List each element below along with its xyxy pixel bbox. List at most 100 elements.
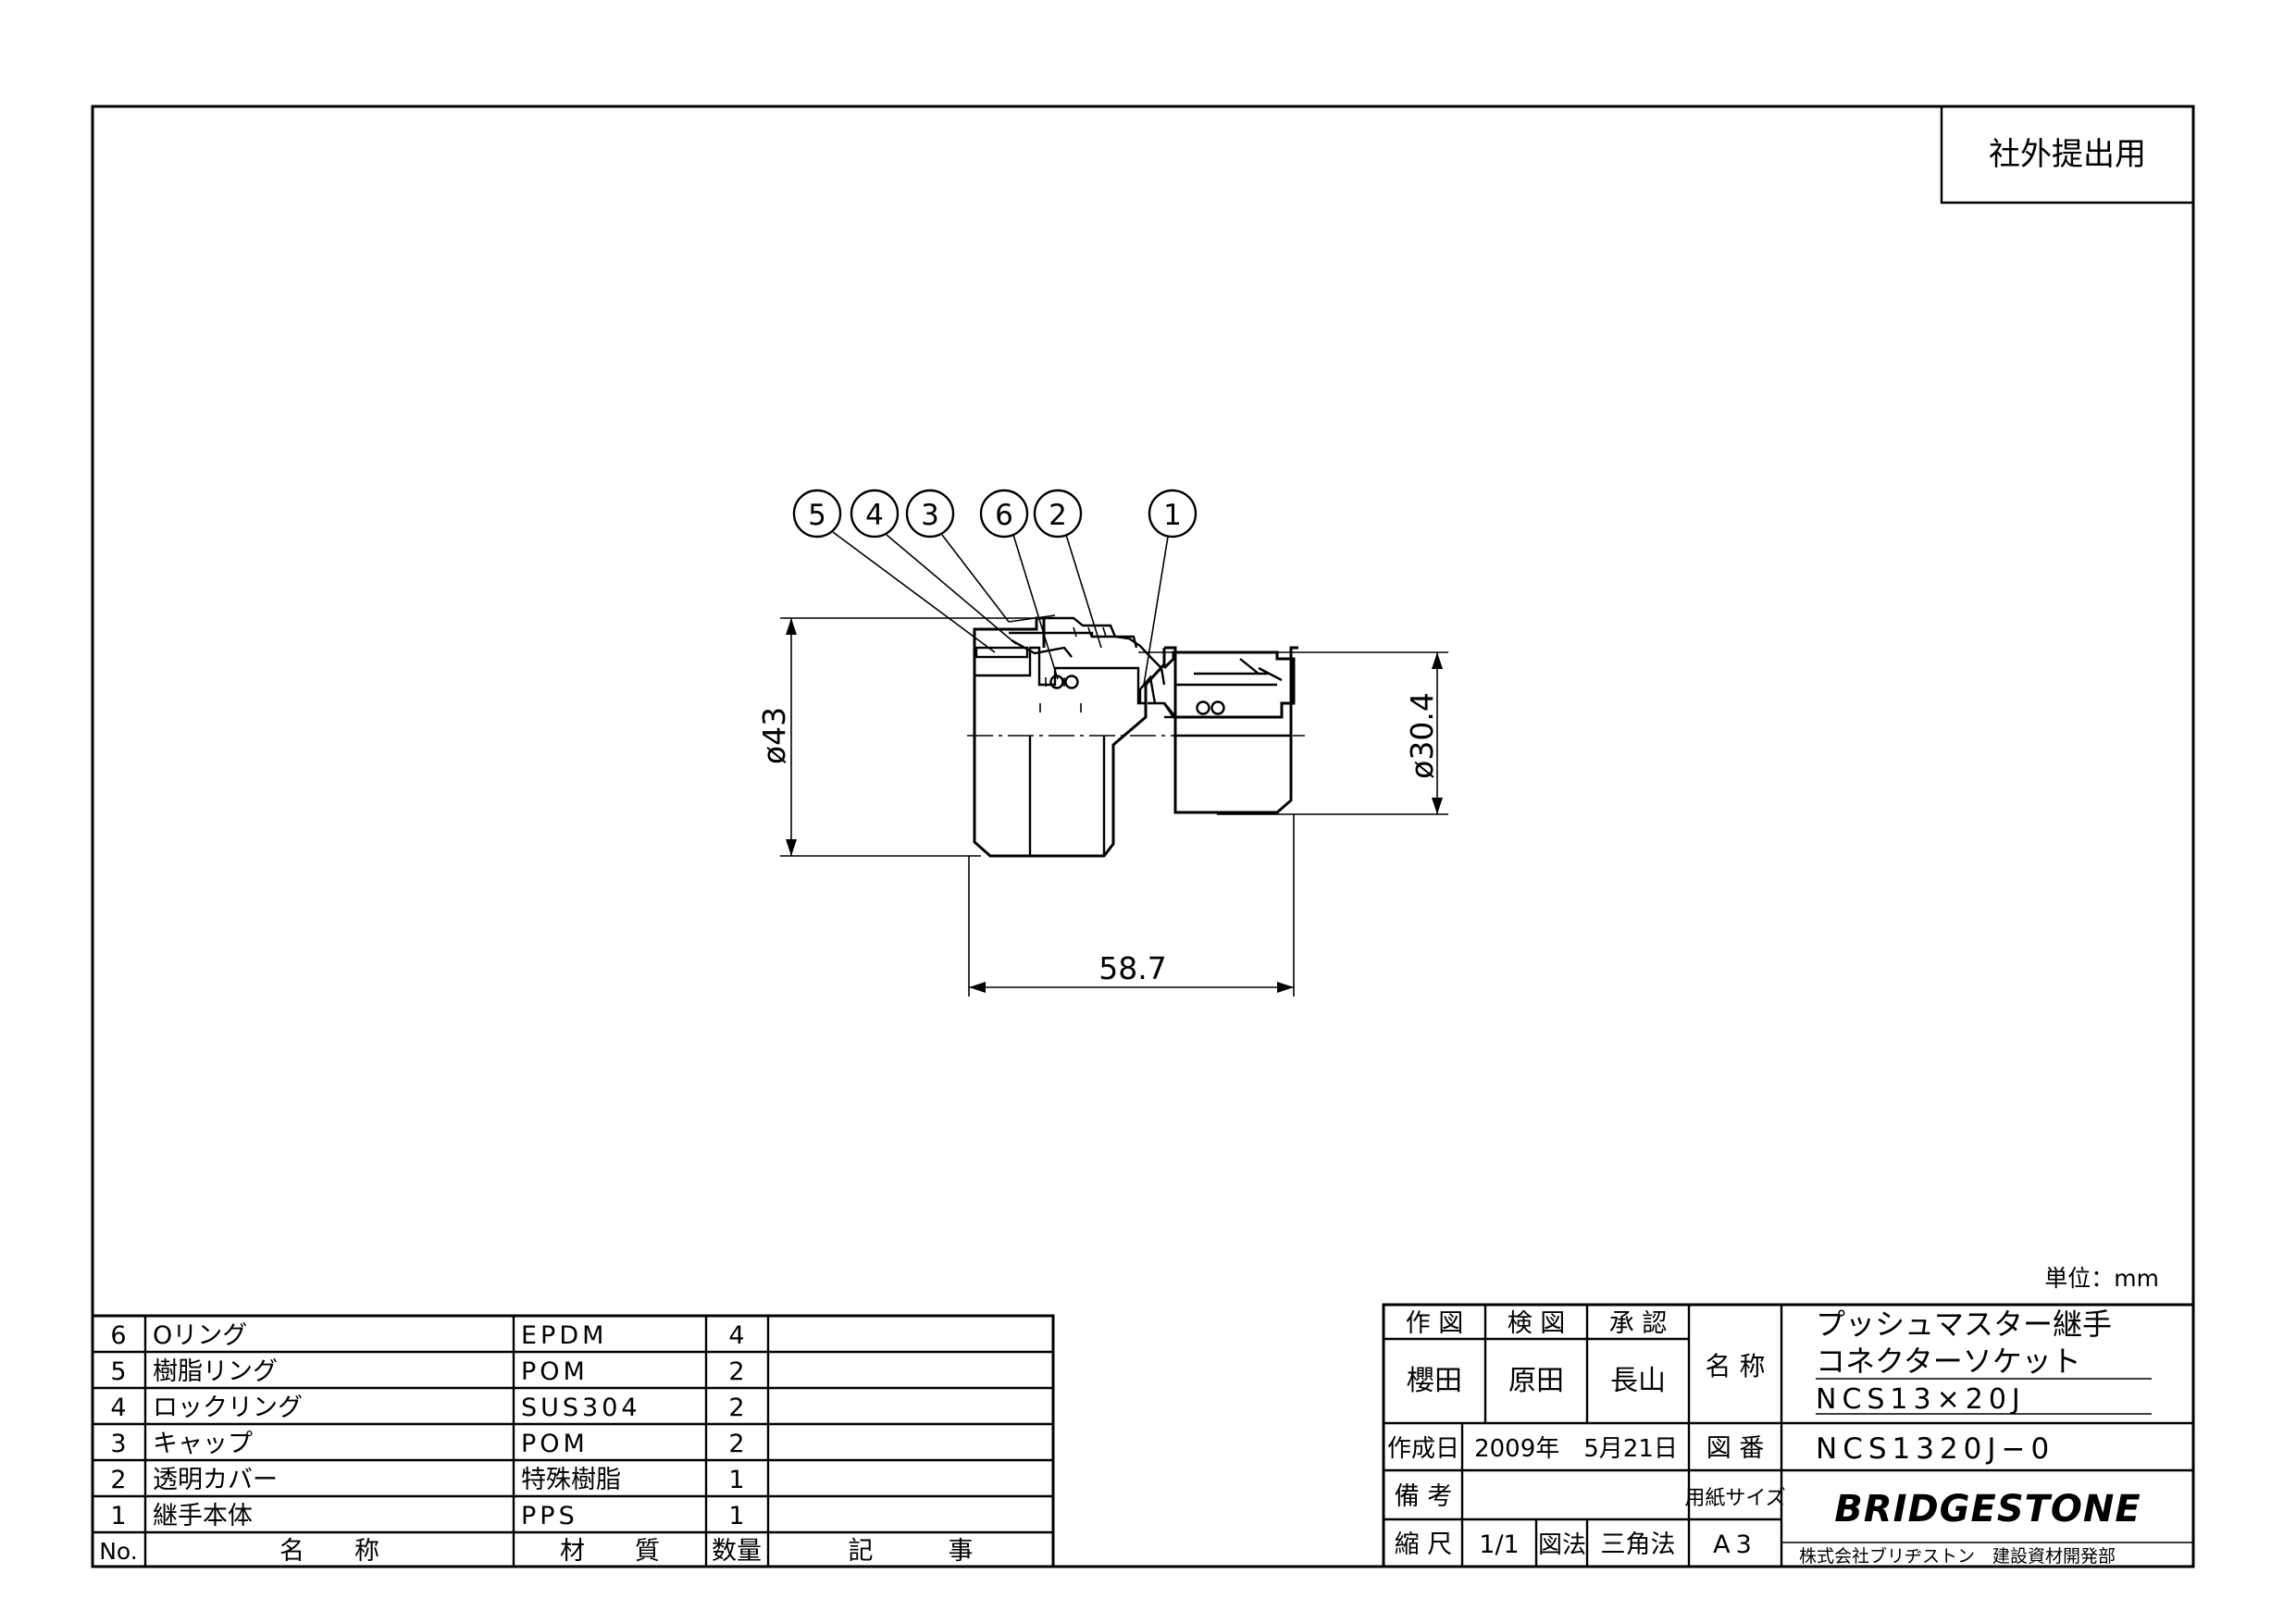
checked-by: 原田 [1508,1365,1564,1397]
sheet-border [91,105,2195,1568]
svg-text:4: 4 [728,1321,744,1350]
parts-table: 6 Oリング EPDM 4 5 樹脂リング POM 2 4 ロックリング SUS… [91,1314,1055,1568]
svg-text:5: 5 [808,499,826,532]
svg-text:名 称: 名 称 [279,1537,379,1566]
svg-text:1: 1 [1163,499,1182,532]
parts-row-5: 5 樹脂リング POM 2 [110,1357,744,1386]
svg-text:継手本体: 継手本体 [153,1502,253,1530]
scale-value: 1/1 [1479,1530,1519,1559]
socket-section [1162,650,1296,719]
approved-by: 長山 [1610,1365,1666,1397]
svg-text:2: 2 [728,1430,744,1458]
svg-text:SUS304: SUS304 [521,1394,641,1422]
paper-size-value: A3 [1713,1530,1757,1559]
svg-text:2: 2 [728,1357,744,1386]
product-code: NCS13×20J [1816,1383,2026,1416]
svg-text:POM: POM [521,1430,589,1458]
parts-row-6: 6 Oリング EPDM 4 [110,1321,744,1350]
svg-text:3: 3 [110,1430,126,1458]
part-drawing [967,616,1305,858]
balloon-6: 6 [979,489,1059,680]
svg-text:5: 5 [110,1357,126,1386]
product-name-line-2: コネクターソケット [1816,1344,2081,1379]
body-groove [1138,675,1157,704]
svg-text:2: 2 [110,1466,126,1494]
approved-label: 承 認 [1609,1309,1668,1338]
cover-section [1009,631,1138,649]
svg-text:数量: 数量 [712,1537,762,1566]
resin-ring-section [974,646,1029,659]
body-lower-outline [973,648,1166,858]
svg-text:2: 2 [728,1394,744,1422]
parts-row-3: 3 キャップ POM 2 [110,1430,744,1458]
date-label: 作成日 [1387,1435,1459,1463]
balloon-2: 2 [1033,489,1102,649]
dimension-d30: ø30.4 [1138,651,1448,815]
company-name: 株式会社ブリヂストン 建設資材開発部 [1799,1545,2116,1567]
paper-size-label: 用紙サイズ [1684,1487,1785,1510]
svg-text:6: 6 [110,1321,126,1350]
svg-text:特殊樹脂: 特殊樹脂 [521,1466,621,1494]
o-ring-4 [1210,700,1225,715]
svg-text:4: 4 [110,1394,126,1422]
body-section-inner [974,646,1146,705]
svg-text:1: 1 [110,1502,126,1530]
o-ring-3 [1196,700,1210,715]
svg-text:キャップ: キャップ [153,1430,253,1458]
dim-length: 58.7 [1098,950,1166,986]
balloon-1: 1 [1143,489,1198,686]
svg-text:透明カバー: 透明カバー [153,1466,278,1494]
date-value: 2009年 5月21日 [1474,1435,1678,1463]
socket-lower-outline [1164,646,1298,814]
remarks-label: 備 考 [1395,1482,1453,1511]
drawing-no-label: 図 番 [1706,1434,1765,1463]
projection-label: 図法 [1538,1531,1586,1559]
parts-row-2: 2 透明カバー 特殊樹脂 1 [110,1466,744,1494]
svg-text:樹脂リング: 樹脂リング [153,1357,278,1386]
cover-top [1036,616,1117,638]
title-block: 作 図 検 図 承 認 櫻田 原田 長山 名 称 プッシュマスター継手 コネクタ… [1382,1303,2195,1568]
dimension-length: 58.7 [968,814,1295,997]
parts-row-1: 1 継手本体 PPS 1 [110,1502,744,1530]
svg-text:1: 1 [728,1466,744,1494]
drawn-label: 作 図 [1406,1309,1464,1338]
section-ticks [1039,626,1107,712]
svg-text:3: 3 [921,499,939,532]
svg-text:Oリング: Oリング [153,1321,247,1350]
svg-text:ロックリング: ロックリング [153,1394,303,1422]
unit-label: 単位：mm [2044,1265,2159,1292]
drawn-by: 櫻田 [1407,1365,1462,1397]
parts-row-4: 4 ロックリング SUS304 2 [110,1394,744,1422]
svg-text:EPDM: EPDM [521,1321,607,1350]
svg-text:材 質: 材 質 [560,1537,660,1566]
balloon-4: 4 [850,489,1017,645]
dim-inner-diameter: ø30.4 [1404,692,1440,779]
scale-label: 縮 尺 [1395,1530,1453,1559]
svg-text:記 事: 記 事 [849,1537,974,1566]
balloon-group: 5 4 3 6 2 1 [792,489,1198,686]
stamp-label: 社外提出用 [1989,136,2146,173]
svg-text:No.: No. [99,1538,138,1565]
body-shoulder [1114,635,1166,686]
product-name-line-1: プッシュマスター継手 [1816,1307,2112,1342]
stamp-box: 社外提出用 [1940,106,2193,204]
svg-text:2: 2 [1049,499,1067,532]
dimension-d43: ø43 [756,617,1041,857]
socket-inner-lines [1175,658,1283,687]
svg-text:4: 4 [865,499,884,532]
parts-header-row: No. 名 称 材 質 数量 記 事 [99,1537,973,1566]
body-to-socket [1148,701,1185,719]
dim-outer-diameter: ø43 [756,707,792,764]
name-label: 名 称 [1706,1351,1766,1381]
svg-text:POM: POM [521,1357,589,1386]
projection-value: 三角法 [1601,1530,1676,1559]
checked-label: 検 図 [1508,1309,1566,1338]
drawing-no: NCS1320J−0 [1816,1432,2054,1466]
svg-text:1: 1 [728,1502,744,1530]
svg-text:PPS: PPS [521,1502,578,1530]
balloon-5: 5 [792,489,996,653]
svg-text:6: 6 [995,499,1013,532]
o-ring-2 [1064,675,1079,689]
brand-logo: BRIDGESTONE [1834,1488,2141,1530]
